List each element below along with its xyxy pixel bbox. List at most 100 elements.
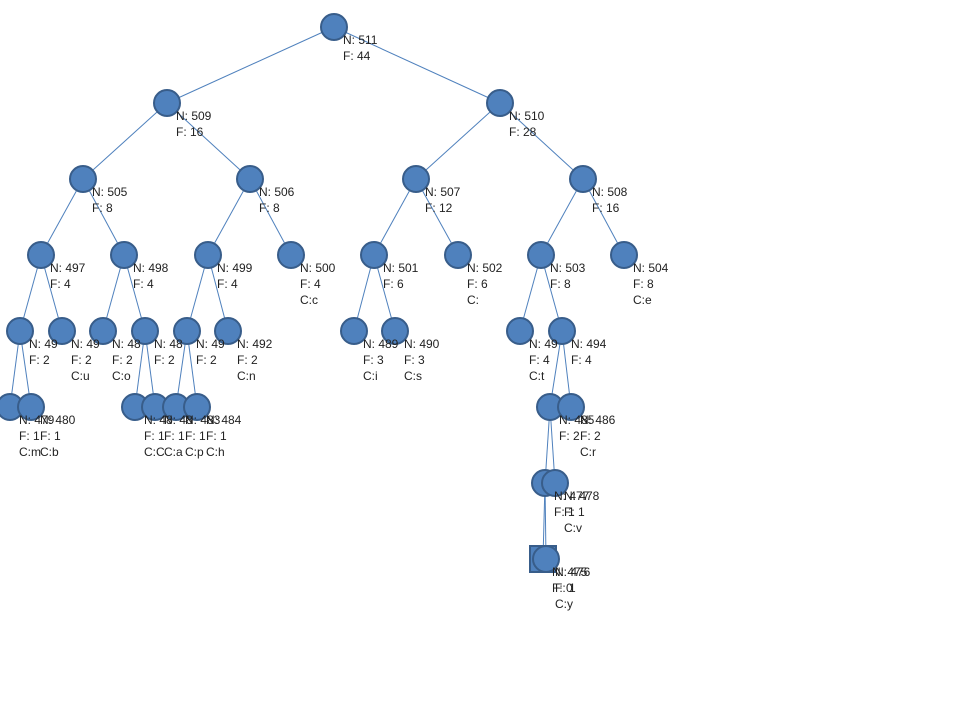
node-label-a4: N: 48F: 2 [154,337,183,367]
node-shape [381,317,409,345]
node-shape [320,13,348,41]
tree-node-490 [381,317,409,345]
edge-511-509 [166,26,335,104]
node-character: C:c [300,293,318,307]
node-shape [194,241,222,269]
tree-node-502 [444,241,472,269]
tree-node-504 [610,241,638,269]
tree-node-507 [402,165,430,193]
node-character: C:s [404,369,422,383]
tree-node-506 [236,165,264,193]
node-frequency: F: 6 [467,277,488,291]
node-number: N: 48 [164,413,193,427]
edge-508-503 [540,178,584,256]
edge-510-507 [415,102,501,180]
tree-node-499 [194,241,222,269]
node-shape [27,241,55,269]
node-label-506: N: 506 F: 8 [259,185,295,215]
node-label-a6: N: 49F: 4C:t [529,337,558,383]
node-number: N: 48 [144,413,173,427]
node-frequency: F: 4 [529,353,550,367]
edge-505-497 [40,178,84,256]
node-shape [89,317,117,345]
node-number: N: 497 [50,261,86,275]
node-frequency: F: 8 [259,201,280,215]
node-character: C:i [363,369,378,383]
node-shape [214,317,242,345]
tree-node-508 [569,165,597,193]
node-number: N: 480 [40,413,76,427]
node-number: N: 510 [509,109,545,123]
node-number: N: 499 [217,261,253,275]
node-shape [402,165,430,193]
node-shape [173,317,201,345]
tree-node-511 [320,13,348,41]
node-frequency: F: 2 [580,429,601,443]
node-shape [236,165,264,193]
node-character: C:r [580,445,596,459]
node-label-b1: N: 48F: 1C:C [144,413,173,459]
node-shape [569,165,597,193]
edge-506-500 [249,178,292,256]
node-shape [277,241,305,269]
node-shape [541,469,569,497]
node-frequency: F: 3 [363,353,384,367]
node-number: N: 485 [559,413,595,427]
node-number: N: 500 [300,261,336,275]
node-number: N: 501 [383,261,419,275]
node-character: C:a [164,445,183,459]
node-frequency: F: 6 [383,277,404,291]
node-shape [360,241,388,269]
node-shape [506,317,534,345]
node-frequency: F: 2 [112,353,133,367]
tree-node-500 [277,241,305,269]
node-number: N: 506 [259,185,295,199]
node-frequency: F: 8 [633,277,654,291]
node-frequency: F: 1 [206,429,227,443]
node-shape [69,165,97,193]
node-frequency: F: 1 [185,429,206,443]
node-number: N: 475 [552,565,588,579]
node-number: N: 503 [550,261,586,275]
node-label-a1: N: 49 F: 2 [29,337,58,367]
node-frequency: F: 44 [343,49,371,63]
tree-node-494 [548,317,576,345]
node-shape [610,241,638,269]
tree-node-a3 [89,317,117,345]
node-number: N: 511 [343,33,378,47]
node-number: N: 49 [29,337,58,351]
node-label-a2: N: 49F: 2C:u [71,337,100,383]
node-number: N: 48 [154,337,183,351]
node-character: C:e [633,293,652,307]
tree-node-480 [17,393,45,421]
node-number: N: 505 [92,185,128,199]
node-number: N: 507 [425,185,461,199]
edge-506-499 [207,178,251,256]
node-character: C:p [185,445,204,459]
node-frequency: F: 2 [29,353,50,367]
node-frequency: F: 2 [237,353,258,367]
node-frequency: F: 2 [71,353,92,367]
node-frequency: F: 1 [19,429,40,443]
node-shape [153,89,181,117]
node-label-b2: N: 48F: 1C:a [164,413,193,459]
node-number: N: 486 [580,413,616,427]
tree-node-489 [340,317,368,345]
node-shape [548,317,576,345]
node-number: N: 49 [71,337,100,351]
tree-node-501 [360,241,388,269]
node-label-497: N: 497 F: 4 [50,261,86,291]
node-frequency: F: 4 [50,277,71,291]
